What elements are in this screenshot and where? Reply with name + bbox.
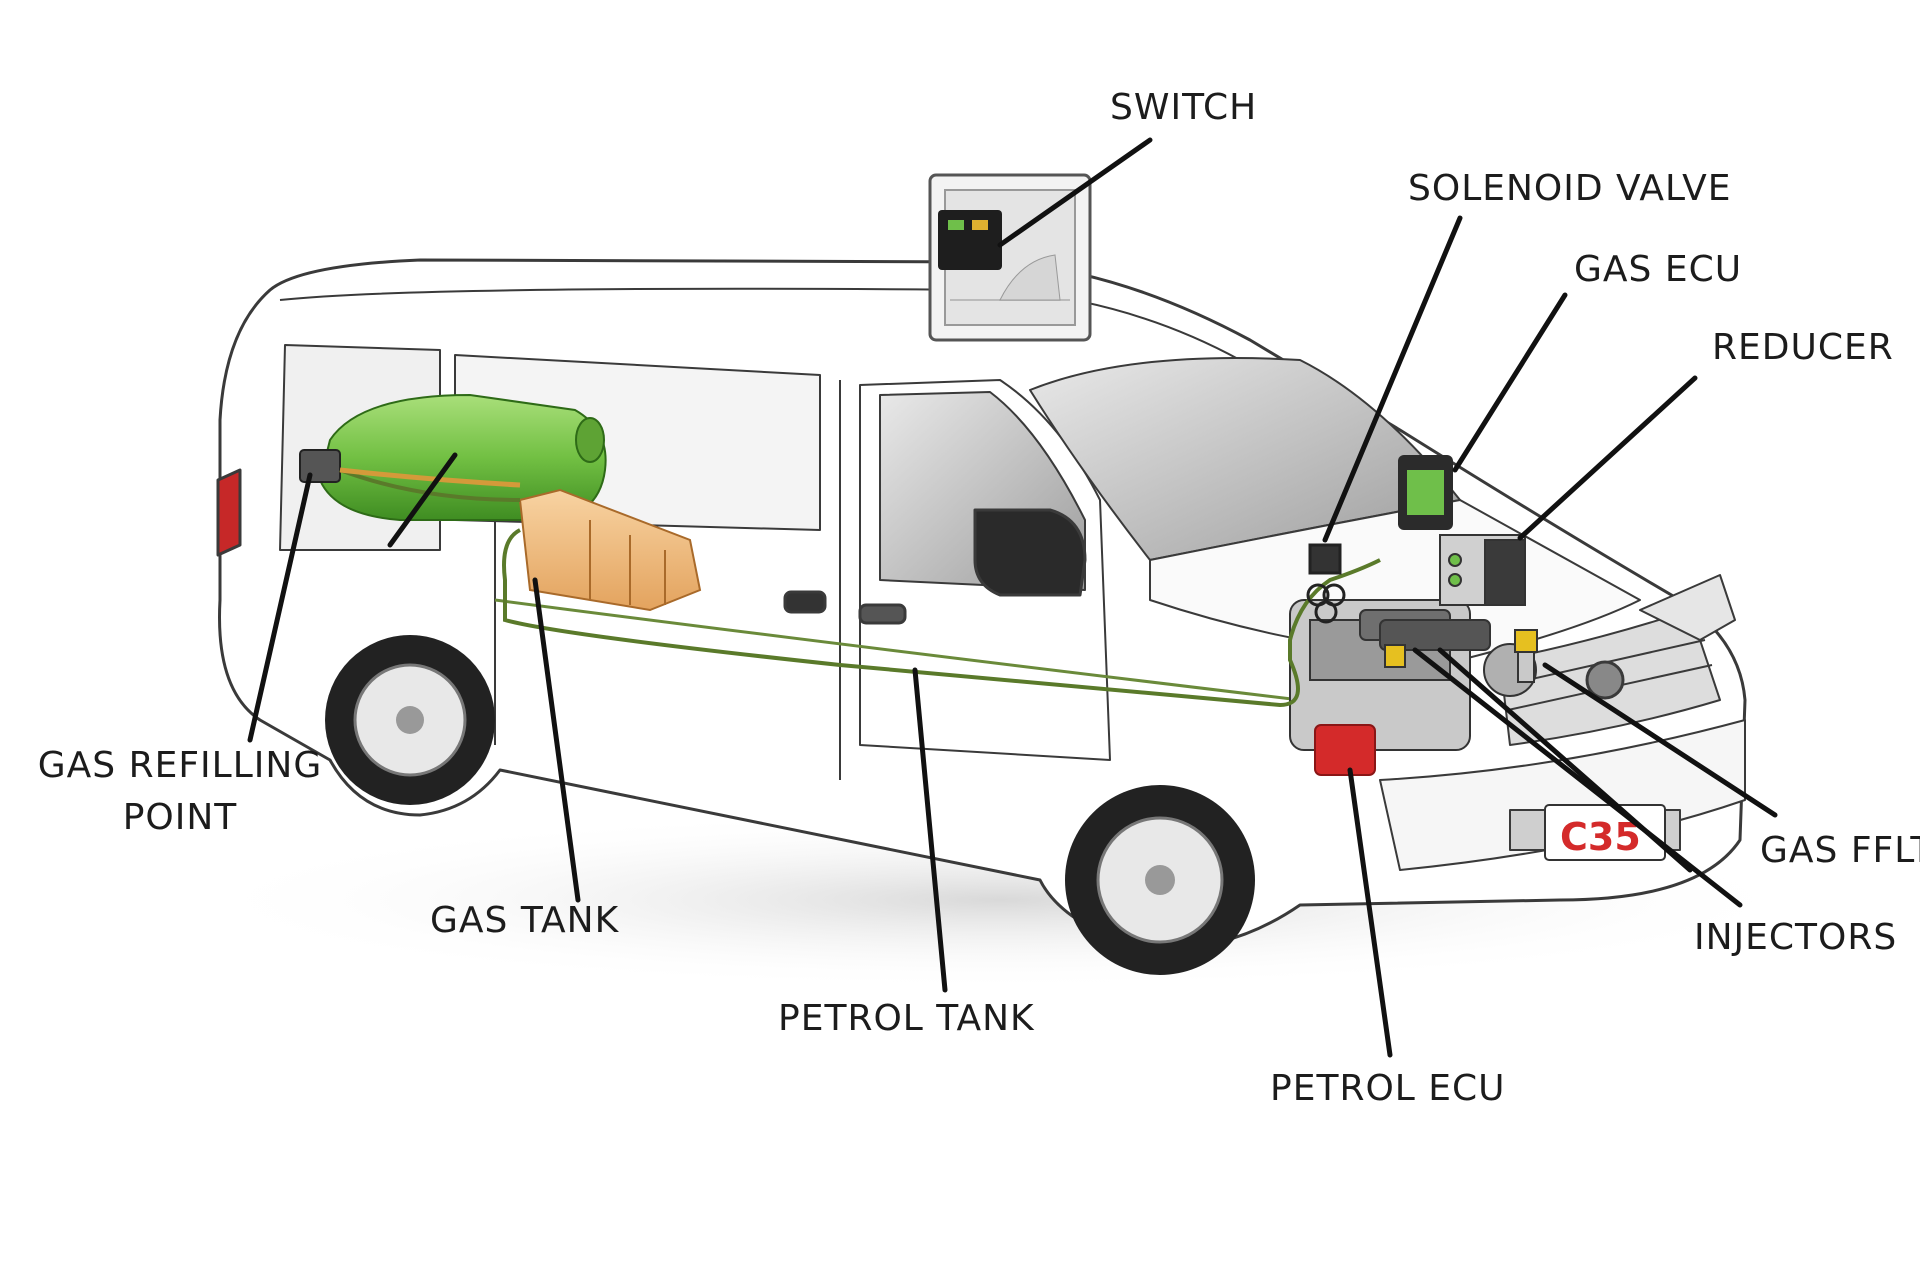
reducer-illustration [1439, 534, 1526, 606]
label-petrol-ecu: PETROL ECU [1270, 1068, 1506, 1109]
gas-ecu-illustration [1398, 455, 1453, 530]
label-gas-filter: GAS FFLT [1760, 830, 1920, 871]
gas-filter-illustration [1514, 629, 1538, 683]
leader-solenoid-valve [1322, 215, 1463, 543]
leader-injectors [1412, 647, 1743, 908]
gas-refilling-point-illustration [299, 449, 341, 483]
injectors-illustration [1379, 619, 1491, 668]
leader-gas-tank-small [387, 452, 458, 548]
leader-lines [247, 137, 1778, 1058]
leader-injectors-2 [1437, 647, 1693, 873]
label-gas-refilling-point-line2: POINT [122, 797, 238, 839]
leader-petrol-ecu [1347, 767, 1393, 1058]
leader-gas-refilling-point [247, 472, 313, 743]
pipe-feed [339, 467, 521, 488]
rear-wheel [325, 635, 495, 805]
front-wheel [1065, 785, 1255, 975]
label-solenoid-valve: SOLENOID VALVE [1408, 168, 1732, 209]
leader-gas-tank-to-label [532, 577, 581, 903]
plate-text: C35 [1560, 815, 1641, 859]
leader-gas-filter [1542, 662, 1778, 818]
brand-emblem [1585, 660, 1625, 700]
leader-gas-ecu [1452, 292, 1568, 473]
label-gas-ecu: GAS ECU [1574, 249, 1743, 290]
label-gas-refilling-point-line1: GAS REFILLING [37, 745, 323, 786]
gas-tank-illustration [318, 393, 607, 521]
leader-reducer [1517, 375, 1698, 541]
petrol-tank-illustration [518, 488, 702, 612]
label-injectors: INJECTORS [1694, 917, 1898, 958]
solenoid-valve-illustration [1306, 543, 1346, 624]
label-gas-tank: GAS TANK [430, 900, 620, 941]
label-switch: SWITCH [1110, 87, 1258, 128]
label-reducer: REDUCER [1712, 327, 1894, 368]
label-petrol-tank: PETROL TANK [778, 998, 1035, 1039]
switch-inset [928, 173, 1092, 342]
leader-switch [997, 137, 1153, 248]
petrol-ecu-illustration [1314, 724, 1376, 776]
label-gas-refilling-point: GAS REFILLING POINT [30, 740, 330, 844]
leader-petrol-tank [912, 667, 948, 993]
